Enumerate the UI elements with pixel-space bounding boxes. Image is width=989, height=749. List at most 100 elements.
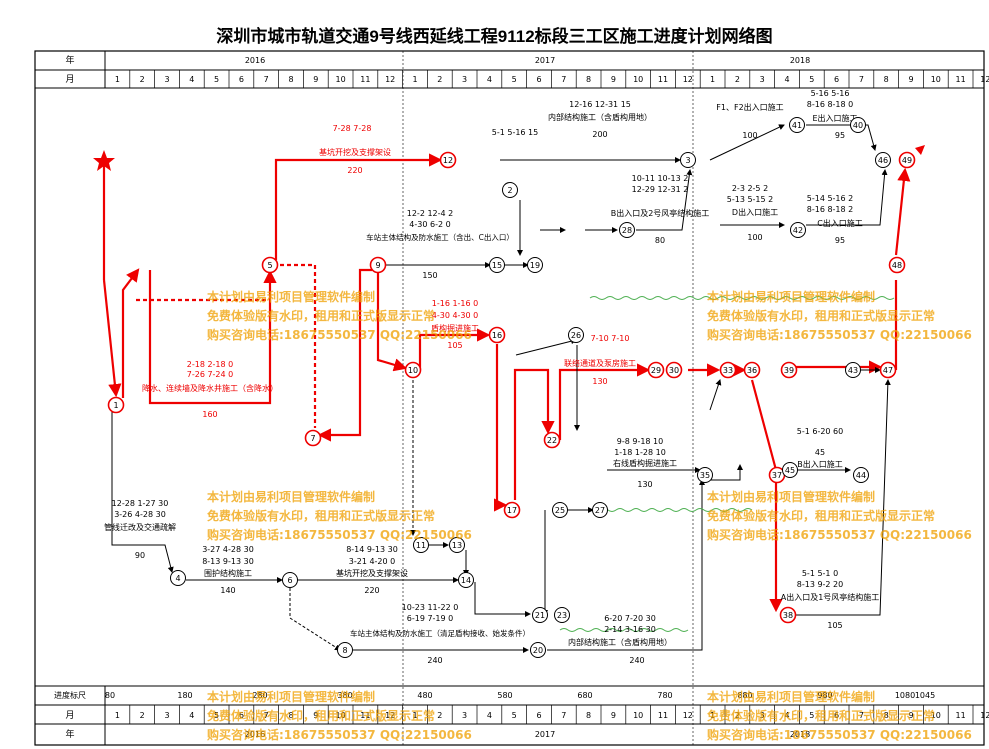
node-label: 17: [507, 506, 517, 515]
node-circle: [782, 462, 798, 478]
activity-duration: 140: [220, 586, 235, 595]
activity-dates: 5-1 5-1 0: [802, 569, 838, 578]
node-label: 44: [856, 471, 866, 480]
activity-label: C出入口施工: [817, 218, 863, 228]
month-cell: 3: [462, 75, 467, 84]
year-2017-footer: 2017: [535, 730, 555, 739]
month-cell-footer: 5: [214, 711, 219, 720]
scale-tick: 1045: [915, 691, 935, 700]
month-cell-footer: 12: [683, 711, 693, 720]
node-label: 28: [622, 226, 632, 235]
year-2018: 2018: [790, 56, 810, 65]
scale-tick: 680: [577, 691, 592, 700]
month-cell-footer: 11: [360, 711, 370, 720]
activity-duration: 220: [364, 586, 379, 595]
activity-dates: 7-10 7-10: [591, 334, 630, 343]
activity-dates: 4-30 6-2 0: [409, 220, 450, 229]
month-cell-footer: 5: [512, 711, 517, 720]
year-2018-footer: 2018: [790, 730, 810, 739]
month-cell: 11: [658, 75, 668, 84]
node-circle: [503, 501, 521, 519]
activity-dates: 8-13 9-2 20: [797, 580, 844, 589]
month-cell: 3: [164, 75, 169, 84]
month-cell-footer: 2: [437, 711, 442, 720]
node-label: 6: [287, 576, 292, 585]
node-label: 33: [723, 366, 733, 375]
node-circle: [853, 467, 869, 483]
month-cell-footer: 1: [115, 711, 120, 720]
node-circle: [532, 607, 548, 623]
node-circle: [107, 396, 125, 414]
activity-dates: 5-16 5-16: [811, 89, 850, 98]
activity-duration: 240: [629, 656, 644, 665]
node-circle: [697, 467, 713, 483]
node-circle: [439, 151, 457, 169]
node-label: 2: [507, 186, 512, 195]
node-label: 47: [883, 366, 893, 375]
activity-dates: 10-11 10-13 2: [632, 174, 689, 183]
month-cell: 8: [884, 75, 889, 84]
node-label: 3: [685, 156, 690, 165]
month-cell-footer: 9: [313, 711, 318, 720]
node-circle: [680, 152, 696, 168]
activity-duration: 130: [637, 480, 652, 489]
node-circle: [619, 222, 635, 238]
activity-duration: 45: [815, 448, 825, 457]
month-cell-footer: 7: [264, 711, 269, 720]
node-circle: [304, 429, 322, 447]
month-cell-footer: 4: [189, 711, 194, 720]
activity-dates: 5-13 5-15 2: [727, 195, 774, 204]
node-circle: [875, 152, 891, 168]
node-label: 19: [530, 261, 540, 270]
activity-label: 降水、连续墙及降水井施工（含降水）: [142, 383, 278, 393]
activity-dates: 2-18 2-18 0: [187, 360, 234, 369]
watermark-text: 本计划由易利项目管理软件编制免费体验版有水印，租用和正式版显示正常购买咨询电话:…: [707, 490, 972, 542]
node-circle: [743, 361, 761, 379]
month-cell: 7: [264, 75, 269, 84]
activity-dates: 2-14 3-16 30: [604, 625, 656, 634]
node-label: 38: [783, 611, 793, 620]
node-circle: [898, 151, 916, 169]
node-label: 25: [555, 506, 565, 515]
node-circle: [592, 502, 608, 518]
activity-dates: 12-28 1-27 30: [112, 499, 169, 508]
month-cell-footer: 5: [809, 711, 814, 720]
month-cell: 1: [115, 75, 120, 84]
month-cell: 10: [336, 75, 346, 84]
month-cell-footer: 12: [385, 711, 395, 720]
scale-label: 进度标尺: [54, 690, 86, 700]
month-cell: 2: [735, 75, 740, 84]
node-circle: [530, 642, 546, 658]
activity-duration: 105: [827, 621, 842, 630]
month-footer-label: 月: [65, 710, 74, 721]
node-label: 16: [492, 331, 502, 340]
node-circle: [488, 326, 506, 344]
month-cell-footer: 2: [140, 711, 145, 720]
node-label: 48: [892, 261, 902, 270]
activity-duration: 160: [202, 410, 217, 419]
scale-tick: 780: [657, 691, 672, 700]
node-circle: [780, 361, 798, 379]
month-cell: 8: [586, 75, 591, 84]
month-cell-footer: 6: [239, 711, 244, 720]
activity-dates: 1-16 1-16 0: [432, 299, 479, 308]
activity-dates: 1-18 1-28 10: [614, 448, 666, 457]
node-label: 43: [848, 366, 858, 375]
activity-dates: 4-30 4-30 0: [432, 311, 479, 320]
activity-dates: 8-16 8-18 0: [807, 100, 854, 109]
node-label: 42: [793, 226, 803, 235]
month-cell-footer: 6: [834, 711, 839, 720]
month-cell: 12: [683, 75, 693, 84]
node-label: 4: [175, 574, 180, 583]
scale-tick: 880: [737, 691, 752, 700]
activity-label: 内部结构施工（含盾构用地）: [548, 112, 652, 122]
activity-duration: 80: [655, 236, 665, 245]
node-circle: [282, 572, 298, 588]
activity-duration: 240: [427, 656, 442, 665]
activity-dates: 10-23 11-22 0: [402, 603, 459, 612]
activity-label: 管线迁改及交通疏解: [104, 522, 176, 532]
activity-label: 联络通道及泵房施工: [564, 358, 636, 368]
month-cell-footer: 9: [908, 711, 913, 720]
activity-label: 车站主体结构及防水施工（含出、C出入口）: [366, 232, 514, 242]
